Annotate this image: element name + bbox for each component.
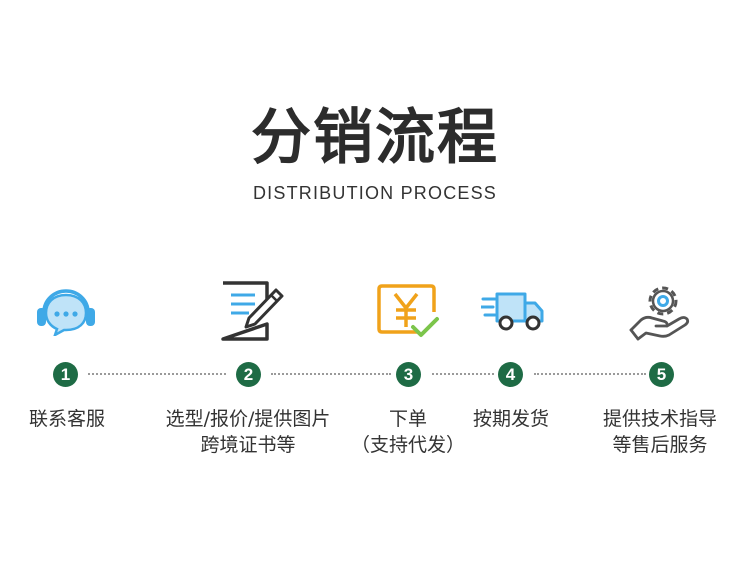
step-number-2: 2 — [236, 362, 261, 387]
step-label-line: 联系客服 — [28, 408, 106, 430]
step-label-3: 下单 （支持代发） — [351, 406, 465, 458]
step-number-1: 1 — [53, 362, 78, 387]
step-label-5: 提供技术指导 等售后服务 — [603, 406, 717, 458]
delivery-truck-icon — [481, 290, 545, 332]
step-number-5: 5 — [649, 362, 674, 387]
gear-hand-icon — [627, 281, 693, 341]
step-label-4: 按期发货 — [473, 406, 549, 432]
step-connector — [88, 373, 226, 375]
step-number-4: 4 — [498, 362, 523, 387]
step-label-line: 提供技术指导 — [602, 408, 718, 430]
document-pen-icon — [219, 280, 285, 342]
step-label-line: 选型/报价/提供图片 — [165, 408, 331, 430]
step-connector — [271, 373, 391, 375]
step-label-line: 下单 — [388, 408, 428, 430]
step-label-line: 按期发货 — [472, 408, 550, 430]
page-title: 分销流程 — [251, 103, 499, 173]
step-label-2: 选型/报价/提供图片 跨境证书等 — [166, 406, 331, 458]
yuan-check-icon — [376, 282, 440, 342]
headset-chat-icon — [34, 286, 98, 336]
step-label-line: 跨境证书等 — [200, 434, 296, 456]
page-subtitle: DISTRIBUTION PROCESS — [252, 183, 498, 203]
step-connector — [534, 373, 646, 375]
step-label-line: 等售后服务 — [612, 434, 708, 456]
step-label-line: （支持代发） — [350, 434, 466, 456]
step-label-1: 联系客服 — [29, 406, 105, 432]
step-connector — [432, 373, 494, 375]
step-number-3: 3 — [396, 362, 421, 387]
